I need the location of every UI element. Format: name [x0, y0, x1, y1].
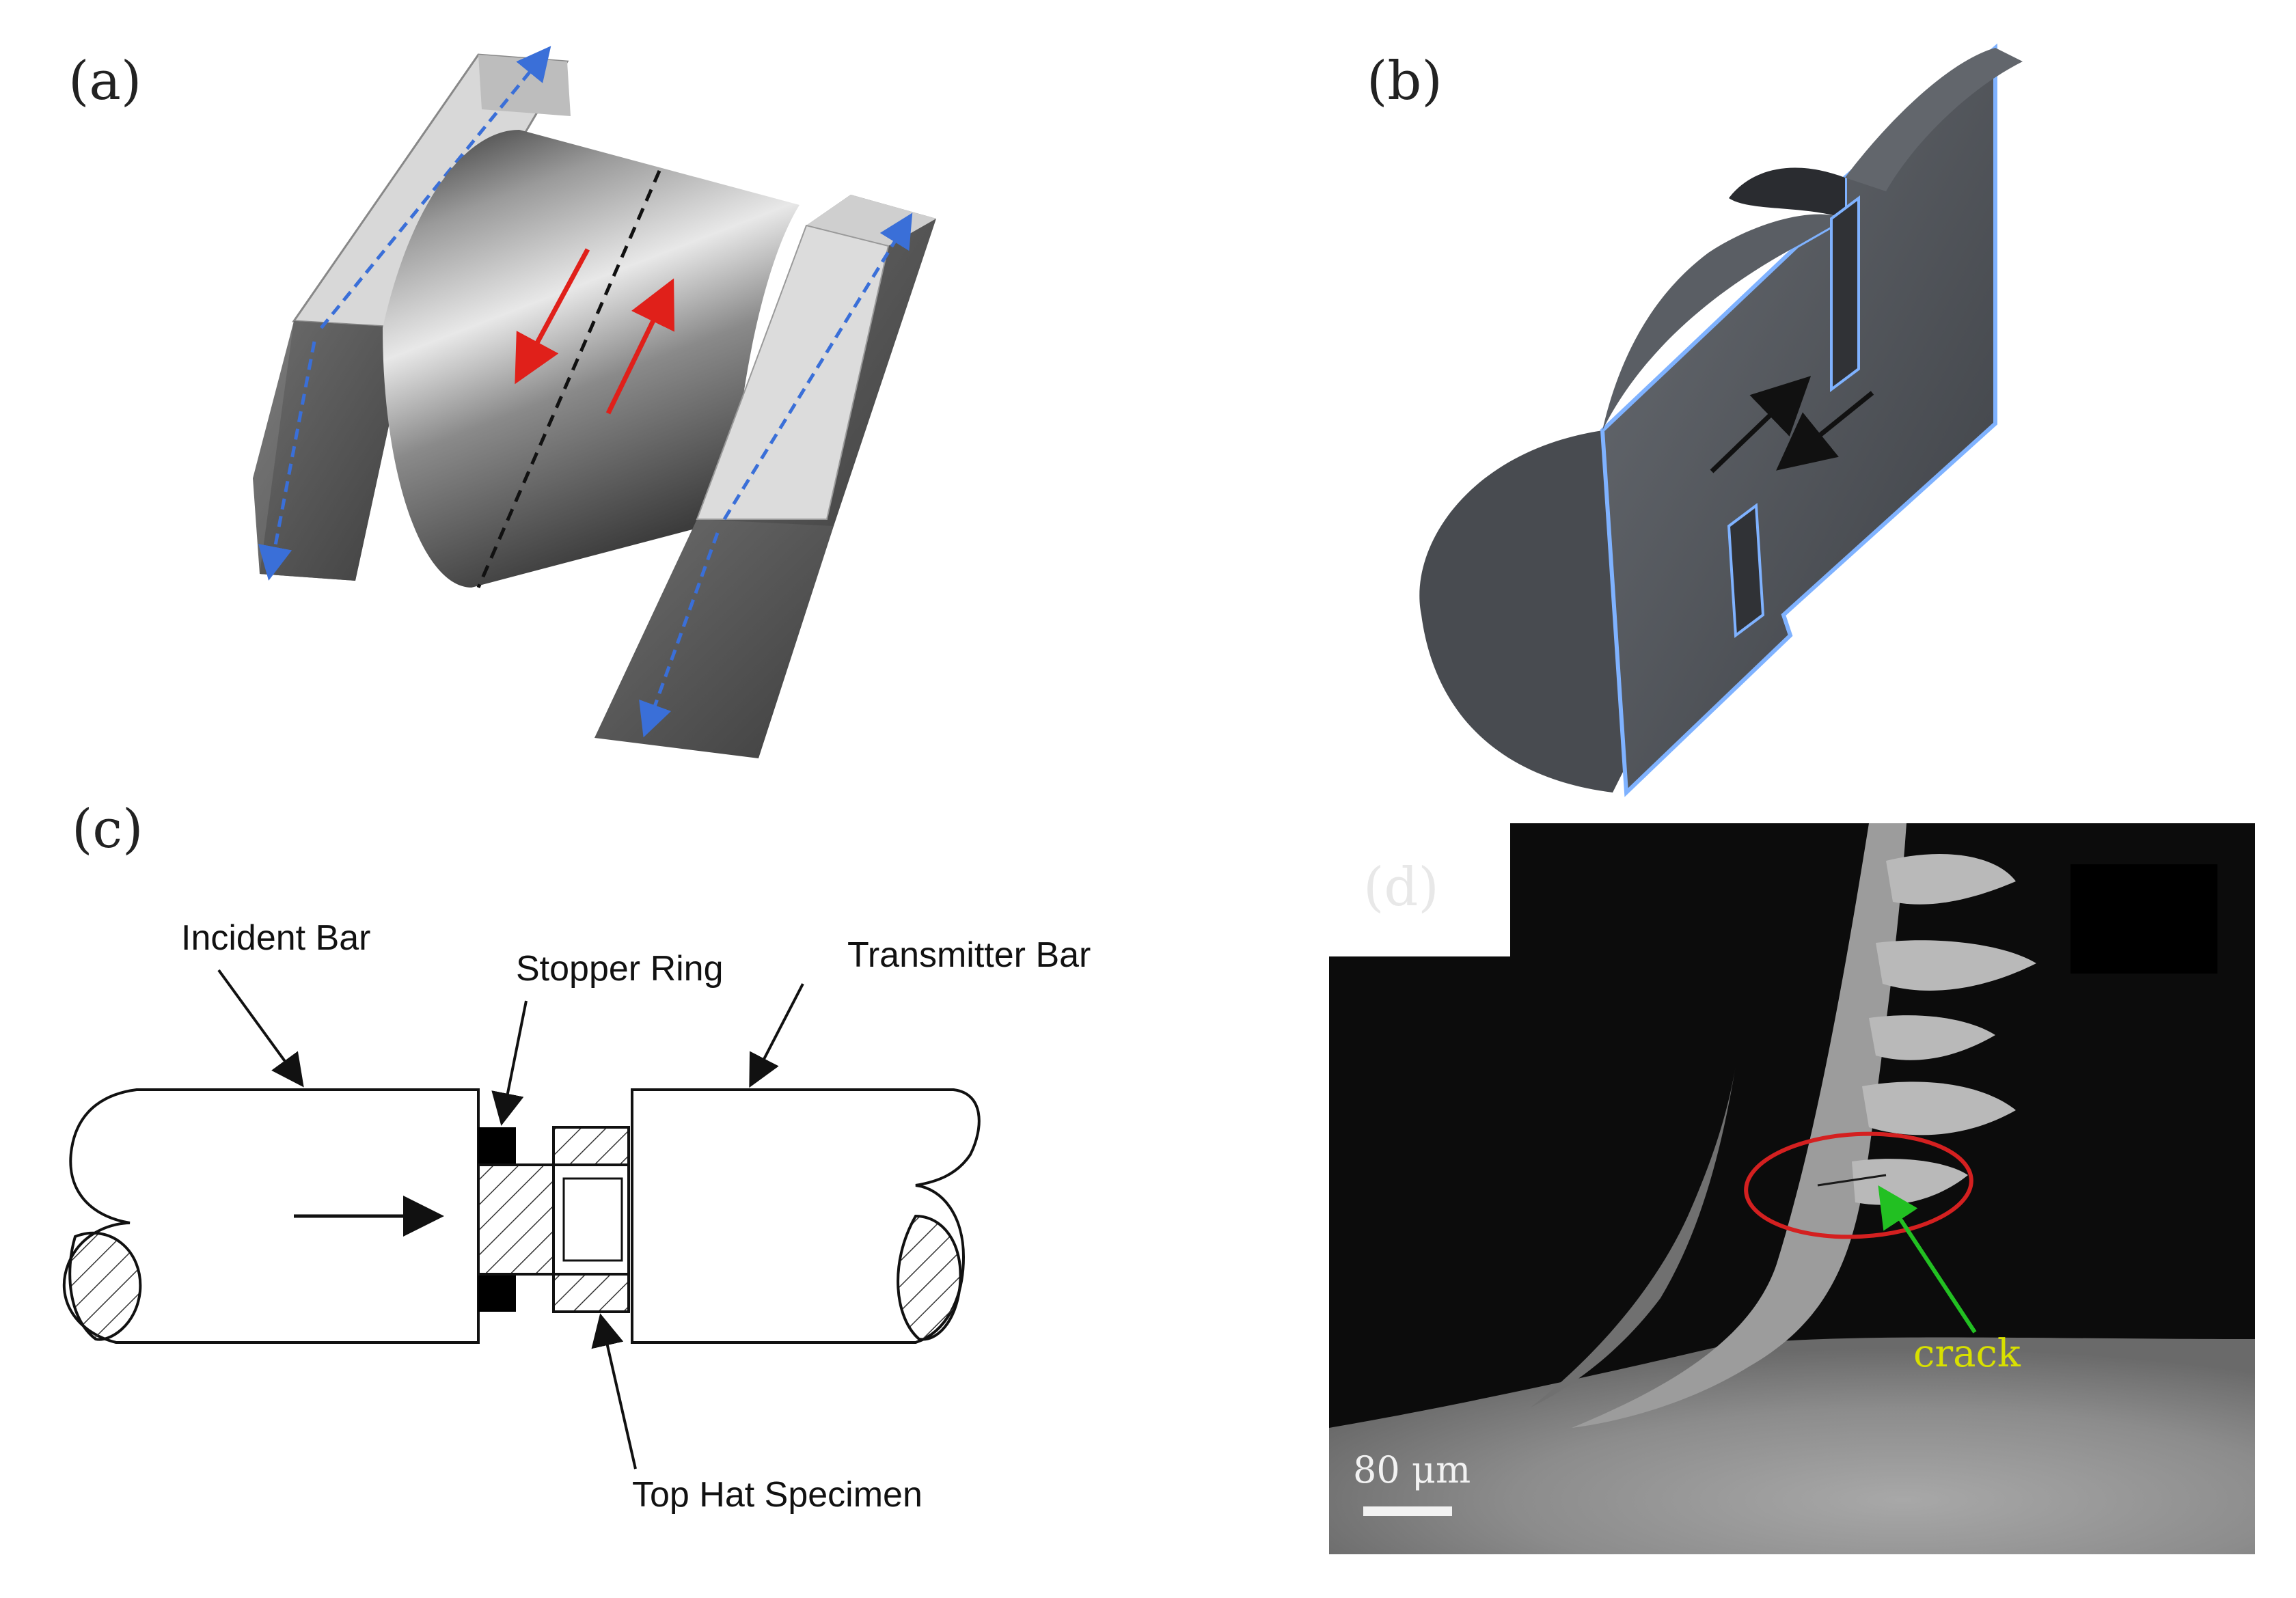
left-flange-dashes-side [258, 341, 316, 581]
crack-highlight-ellipse [1744, 1131, 1973, 1239]
round-end [1419, 430, 1626, 793]
scale-bar-label: 80 μm [1353, 1448, 1471, 1491]
leader-top-hat-specimen [591, 1313, 637, 1470]
shear-arrow-up [605, 278, 674, 415]
serrated-teeth [1852, 854, 2036, 1205]
top-notch [1729, 167, 1845, 219]
panel-c-label: (c) [72, 799, 144, 860]
panel-b-label: (b) [1367, 51, 1443, 112]
shear-plane-line [476, 170, 661, 588]
scale-bar [1363, 1506, 1452, 1516]
incident-bar [62, 1088, 480, 1344]
shear-arrow-b-up [1710, 376, 1812, 473]
front-face [1600, 43, 1997, 797]
stopper-ring-top [478, 1127, 516, 1165]
micrograph-dark-block [2070, 864, 2217, 974]
label-transmitter-bar: Transmitter Bar [847, 935, 1091, 975]
transmitter-bar [631, 1088, 981, 1344]
leader-incident-bar [217, 969, 304, 1088]
panel-c: (c) Incident Bar Stopper Ring Tr [62, 799, 1091, 1515]
panel-d: crack 80 μm (d) [1329, 823, 2255, 1554]
shear-band [1572, 823, 1906, 1428]
lower-slot [1727, 503, 1765, 638]
right-flange [594, 195, 936, 758]
leader-stopper-ring [491, 1000, 528, 1126]
left-flange-dashes-top [320, 46, 551, 329]
top-back [1845, 48, 2023, 191]
cylinder-body [383, 130, 800, 588]
label-incident-bar: Incident Bar [181, 918, 371, 958]
left-flange [253, 46, 571, 581]
crack-line [1817, 1174, 1887, 1187]
crack-label: crack [1913, 1332, 2021, 1376]
right-flange-dashes-top [722, 212, 913, 521]
label-top-hat-specimen: Top Hat Specimen [632, 1475, 922, 1515]
shear-arrow-down [515, 248, 590, 385]
shear-arrow-b-down [1776, 391, 1874, 471]
panel-a: (a) [68, 46, 936, 758]
leader-transmitter-bar [749, 983, 804, 1088]
panel-d-label: (d) [1363, 857, 1439, 918]
crack-pointer-arrow [1878, 1185, 1977, 1334]
bulk-material [1329, 1337, 2255, 1554]
top-surface [1602, 214, 1845, 430]
panel-a-label: (a) [68, 51, 141, 112]
stopper-ring-bottom [478, 1274, 516, 1312]
panel-b: (b) [1367, 43, 2023, 797]
label-stopper-ring: Stopper Ring [516, 949, 724, 989]
upper-slot [1830, 195, 1860, 392]
top-hat-specimen [477, 1126, 630, 1313]
